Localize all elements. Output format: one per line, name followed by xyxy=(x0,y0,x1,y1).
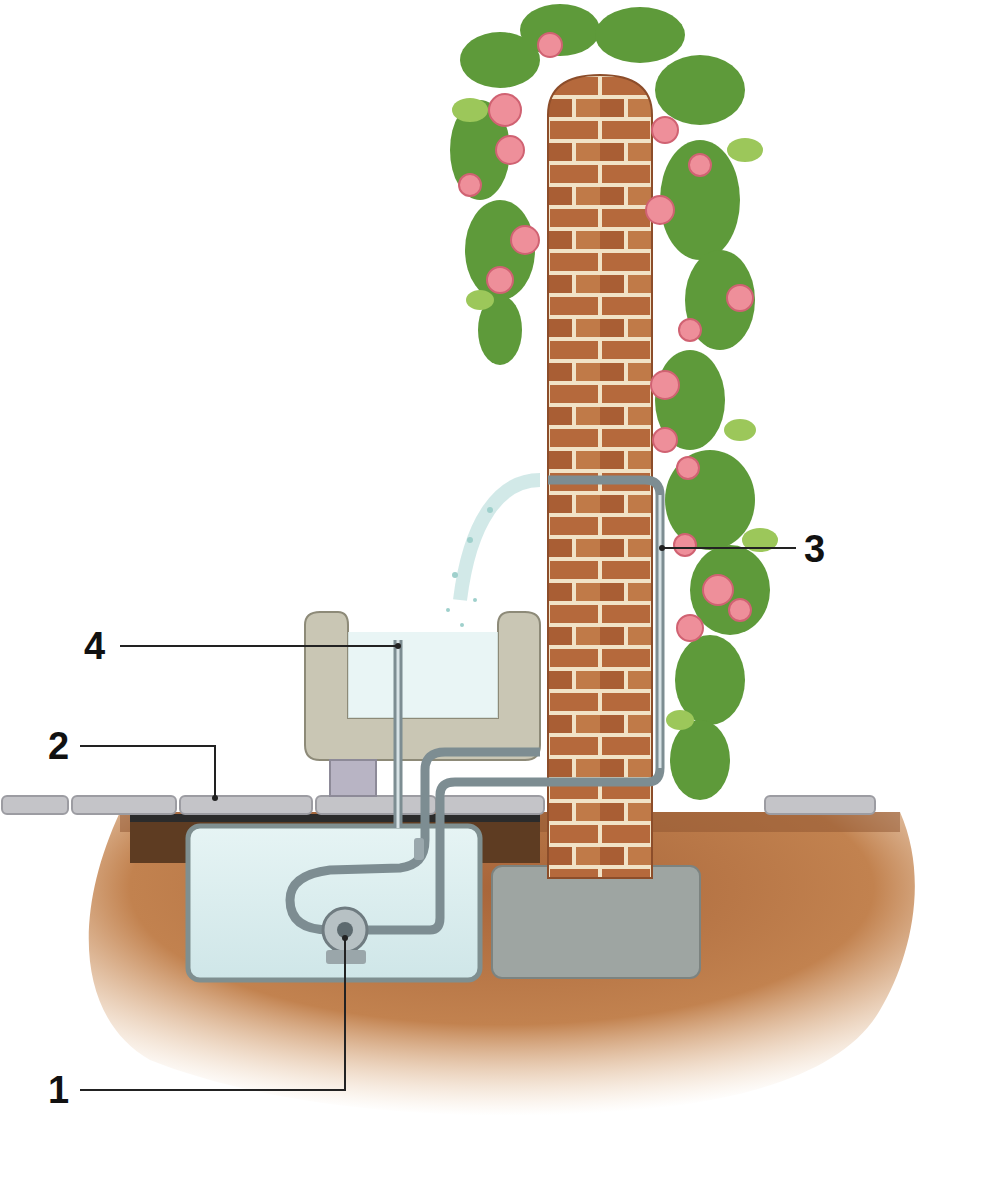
water-jet xyxy=(460,480,540,600)
leader-dots xyxy=(212,545,665,941)
valve xyxy=(414,838,424,860)
spray-drops xyxy=(446,507,493,627)
soil xyxy=(89,812,915,1116)
leader-lines xyxy=(80,548,796,1090)
liner xyxy=(130,814,540,822)
callout-number: 1 xyxy=(48,1071,69,1109)
pipe-highlight xyxy=(398,495,660,828)
callout-number: 3 xyxy=(804,530,825,568)
callout-number: 2 xyxy=(48,727,69,765)
basin-plinth xyxy=(330,760,376,796)
stone-basin xyxy=(305,612,540,760)
basin-water xyxy=(348,632,498,718)
foundation xyxy=(492,866,700,978)
callout-number: 4 xyxy=(84,627,105,665)
pipes xyxy=(290,480,660,930)
